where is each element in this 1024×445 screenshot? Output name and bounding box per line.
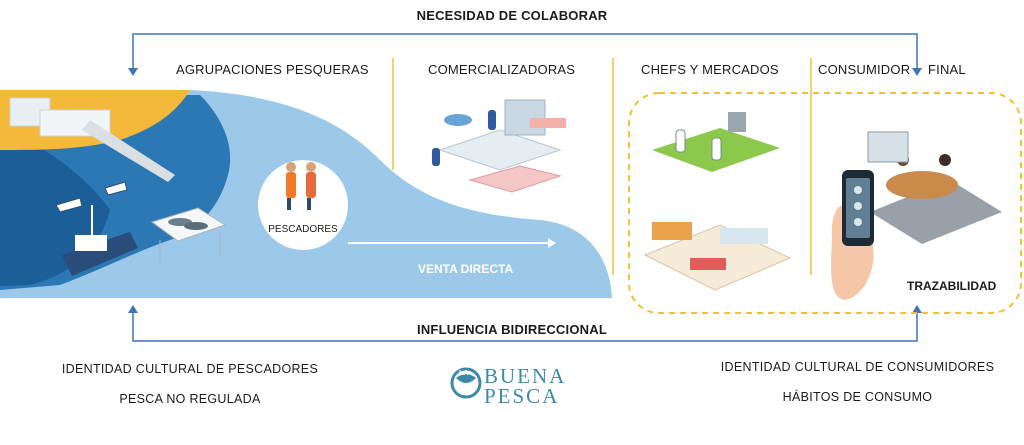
top-arrow-right-head xyxy=(912,68,922,76)
small-boat-2 xyxy=(104,181,128,196)
top-arrow-left-head xyxy=(128,68,138,76)
logo-fish-icon xyxy=(450,367,482,399)
bottom-arrow-left-head xyxy=(128,305,138,313)
column-chefs: CHEFS Y MERCADOS xyxy=(641,62,779,77)
bottom-arrow-right-head xyxy=(912,305,922,313)
fisher-figure-2 xyxy=(306,172,316,198)
diner-2 xyxy=(939,154,951,166)
stove xyxy=(728,112,746,132)
market-shelf-2 xyxy=(720,228,768,244)
pescadores-label: PESCADORES xyxy=(268,224,338,235)
pescadores-circle xyxy=(258,160,348,250)
top-arrow-line xyxy=(132,33,918,72)
window-panel xyxy=(867,131,909,163)
big-boat-hull xyxy=(62,232,138,276)
footer-right-1: IDENTIDAD CULTURAL DE CONSUMIDORES xyxy=(720,360,995,374)
conveyor-belt xyxy=(438,129,562,171)
logo-line-1: BUENA xyxy=(484,364,567,388)
direct-sale-label: VENTA DIRECTA xyxy=(418,262,514,276)
bottom-banner: INFLUENCIA BIDIRECCIONAL xyxy=(417,322,607,337)
fisher-figure-1 xyxy=(286,172,296,198)
traceability-box xyxy=(628,92,1022,314)
market-shelf-3 xyxy=(690,258,726,270)
column-traders: COMERCIALIZADORAS xyxy=(428,62,576,77)
direct-sale-arrowhead xyxy=(548,238,556,248)
traceability-label: TRAZABILIDAD xyxy=(907,279,997,293)
logo-prefix: LA xyxy=(459,370,469,377)
market-shelf-1 xyxy=(652,222,692,240)
bottom-arrow-line xyxy=(132,310,918,342)
logo-line-2: PESCA xyxy=(484,384,560,408)
chef-2 xyxy=(711,137,722,161)
footer-left-1: IDENTIDAD CULTURAL DE PESCADORES xyxy=(61,362,319,376)
product-pack xyxy=(530,118,566,128)
fish-tray xyxy=(444,114,472,126)
fish-fillets xyxy=(468,165,562,193)
footer-left-2: PESCA NO REGULADA xyxy=(119,392,261,406)
small-boat-1 xyxy=(55,197,83,213)
fish-2 xyxy=(184,222,208,230)
pier-walkway xyxy=(82,120,175,182)
column-consumer-b: FINAL xyxy=(928,62,966,77)
big-boat-cabin xyxy=(75,235,107,251)
column-fishing: AGRUPACIONES PESQUERAS xyxy=(176,62,369,77)
top-banner: NECESIDAD DE COLABORAR xyxy=(416,8,608,23)
worker-2 xyxy=(432,148,440,166)
dining-floor xyxy=(870,180,1002,244)
footer-right-2: HÁBITOS DE CONSUMO xyxy=(782,390,933,404)
worker-1 xyxy=(488,110,496,130)
machine xyxy=(504,99,546,136)
dining-table xyxy=(886,171,958,199)
column-consumer-a: CONSUMIDOR xyxy=(818,62,911,77)
chef-1 xyxy=(675,129,686,153)
